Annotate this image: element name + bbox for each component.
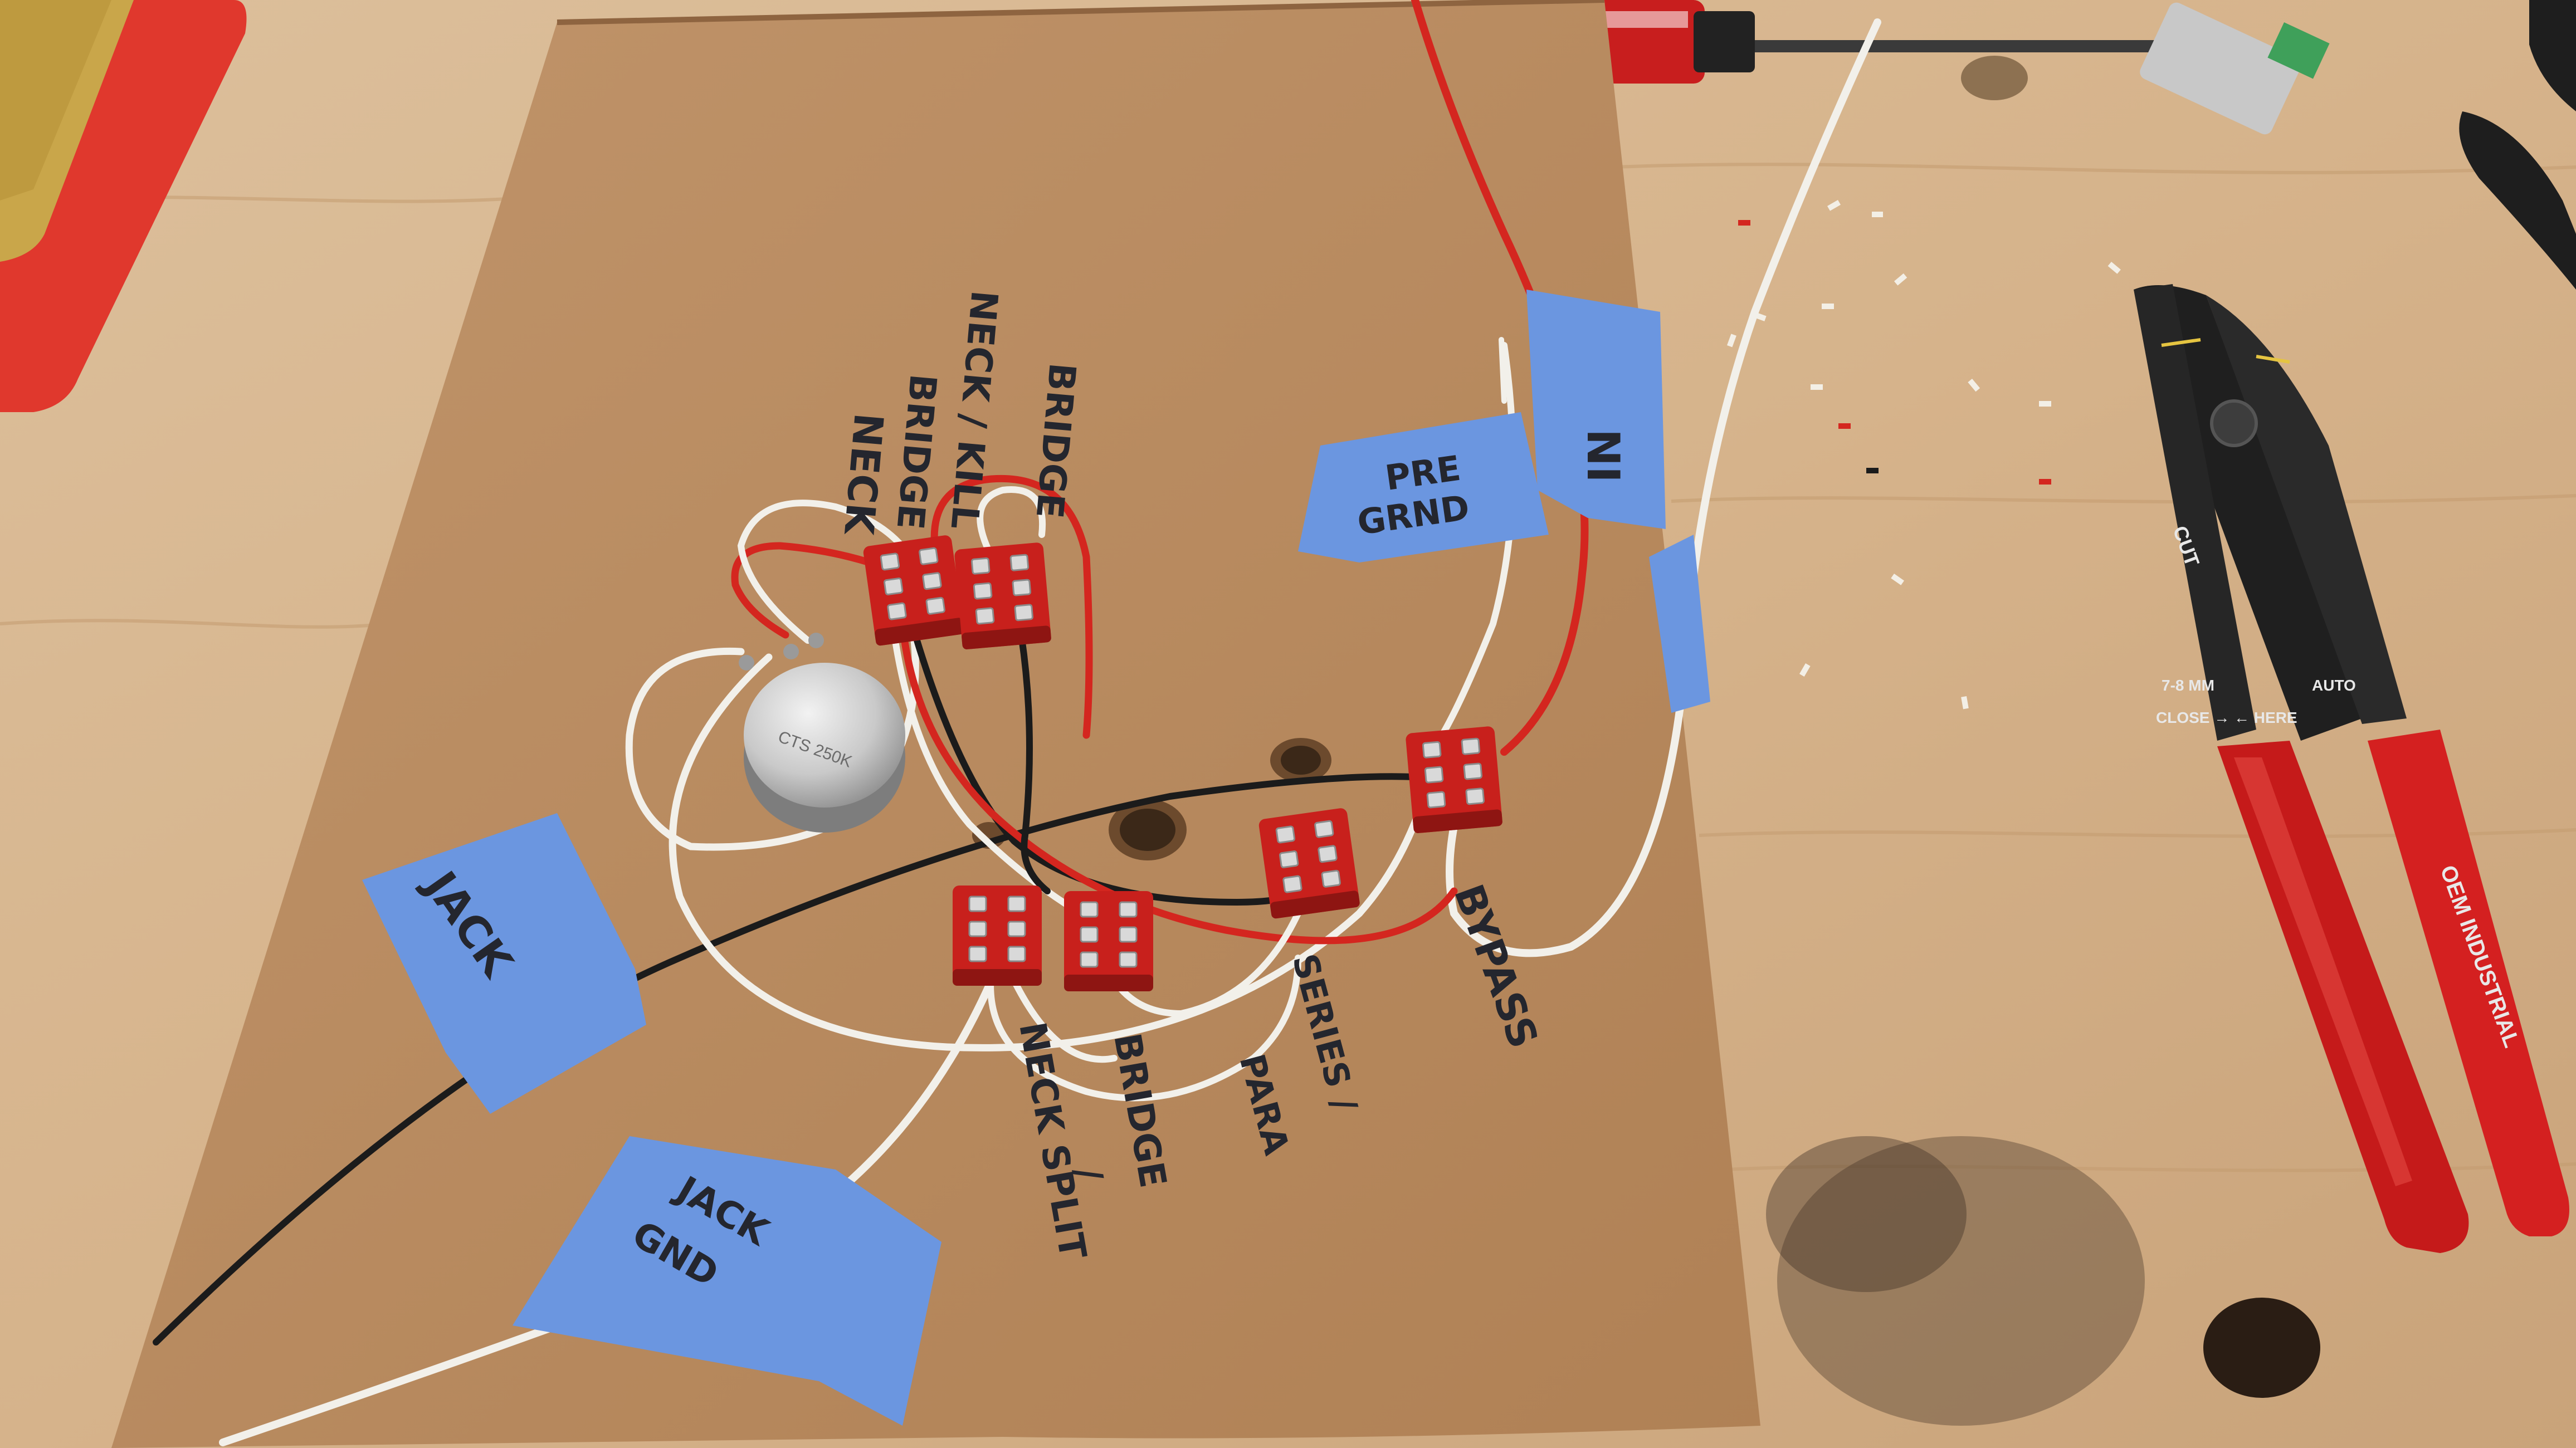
toggle-switch: [954, 542, 1051, 649]
wire-crimper: CUT 7-8 MM AUTO CLOSE → ← HERE OEM INDUS…: [2134, 284, 2569, 1253]
tape-label-pre-grnd: PRE GRND: [1298, 412, 1549, 562]
toggle-switches: [863, 535, 1502, 991]
toggle-switch: [1258, 808, 1360, 919]
label-neck: NECK: [835, 412, 892, 538]
toggle-switch: [1406, 726, 1502, 833]
toggle-switch: [953, 886, 1042, 986]
potentiometer: CTS 250K: [739, 633, 905, 833]
bench-hole: [2203, 1298, 2320, 1398]
toggle-switch: [1064, 891, 1153, 991]
tape-strip: [1649, 535, 1710, 713]
crimper-size-label: 7-8 MM: [2162, 677, 2214, 694]
black-wire: [1016, 620, 1051, 894]
sponge-tray: [0, 0, 247, 412]
red-wire: [930, 474, 1093, 739]
tape-label-ni: NI: [1526, 290, 1666, 529]
bench-hole: [1961, 56, 2028, 100]
burn-mark: [1766, 1136, 1967, 1292]
crimper-auto-label: AUTO: [2312, 677, 2356, 694]
tape-label-jack: JACK: [362, 813, 646, 1114]
red-wire: [731, 542, 918, 639]
white-wire: [669, 653, 1430, 1051]
tape-label-jack-gnd: JACK GND: [513, 1136, 941, 1426]
white-wire: [737, 500, 917, 644]
label-ni: NI: [1577, 429, 1629, 483]
white-wire: [1011, 977, 1118, 1063]
white-wire: [1499, 337, 1507, 404]
connector-part: [2140, 2, 2330, 135]
toggle-switch: [863, 535, 964, 646]
cardboard-edge: [557, 0, 1605, 25]
burn-mark: [1777, 1136, 2145, 1426]
white-wire: [977, 486, 1046, 560]
white-wire: [1111, 910, 1301, 1017]
black-wire: [153, 773, 1452, 1346]
crimper-close-label: CLOSE → ← HERE: [2156, 709, 2297, 726]
white-wire: [987, 955, 1301, 1102]
side-cutter: [2459, 0, 2576, 290]
